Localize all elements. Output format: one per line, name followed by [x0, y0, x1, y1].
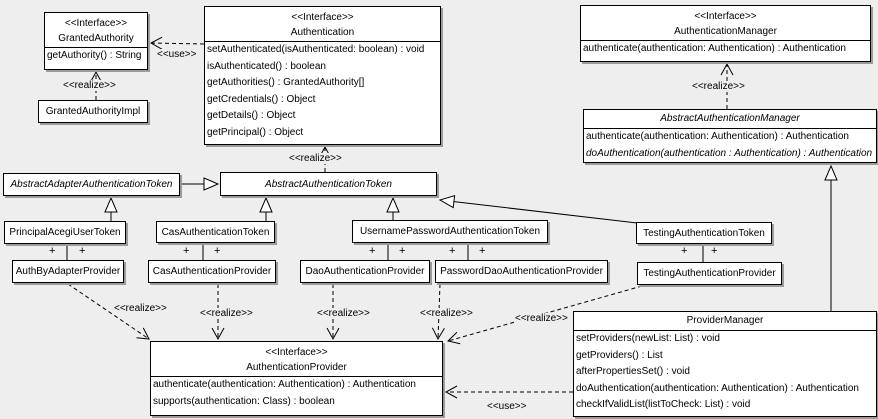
class-name: DaoAuthenticationProvider: [305, 266, 425, 277]
realize-label: <<realize>>: [113, 303, 168, 314]
method: getCredentials() : Object: [207, 93, 316, 105]
cardinality-plus: +: [681, 245, 688, 257]
class-name: TestingAuthenticationToken: [643, 227, 765, 239]
method: getAuthority() : String: [47, 50, 142, 61]
class-name: PasswordDaoAuthenticationProvider: [440, 266, 603, 277]
class-testing-authentication-token[interactable]: TestingAuthenticationToken: [636, 222, 772, 244]
method: afterPropertiesSet() : void: [576, 366, 690, 377]
class-name: CasAuthenticationToken: [161, 226, 270, 238]
cardinality-plus: +: [449, 245, 456, 257]
class-granted-authority[interactable]: <<Interface>> GrantedAuthority getAuthor…: [44, 12, 148, 70]
realize-label: <<realize>>: [62, 80, 117, 91]
class-authentication-manager[interactable]: <<Interface>> AuthenticationManager auth…: [580, 5, 871, 62]
method: getAuthorities() : GrantedAuthority[]: [207, 77, 365, 88]
realize-label: <<realize>>: [691, 81, 746, 92]
stereotype: <<Interface>>: [694, 11, 757, 22]
class-username-password-authentication-token[interactable]: UsernamePasswordAuthenticationToken: [352, 220, 548, 243]
stereotype: <<Interface>>: [64, 18, 128, 29]
class-password-dao-authentication-provider[interactable]: PasswordDaoAuthenticationProvider: [435, 260, 608, 283]
class-provider-manager[interactable]: ProviderManager setProviders(newList: Li…: [573, 311, 877, 417]
realize-label: <<realize>>: [316, 308, 371, 319]
class-name: AbstractAuthenticationToken: [265, 178, 392, 190]
class-granted-authority-impl[interactable]: GrantedAuthorityImpl: [38, 100, 148, 123]
class-principal-acegi-user-token[interactable]: PrincipalAcegiUserToken: [4, 221, 126, 244]
realize-label: <<realize>>: [199, 308, 254, 319]
class-authentication[interactable]: <<Interface>> Authentication setAuthenti…: [204, 6, 441, 145]
method: checkIfValidList(listToCheck: List) : vo…: [576, 399, 751, 410]
class-dao-authentication-provider[interactable]: DaoAuthenticationProvider: [300, 260, 430, 283]
cardinality-plus: +: [49, 245, 56, 257]
realize-label: <<realize>>: [419, 308, 474, 319]
class-name: Authentication: [290, 27, 355, 38]
method: setAuthenticated(isAuthenticated: boolea…: [207, 44, 425, 55]
use-authentication-to-granted-authority: [149, 36, 205, 50]
class-name: PrincipalAcegiUserToken: [9, 227, 121, 238]
class-testing-authentication-provider[interactable]: TestingAuthenticationProvider: [637, 262, 782, 285]
method: supports(authentication: Class) : boolea…: [153, 395, 335, 407]
method: authenticate(authentication: Authenticat…: [583, 43, 846, 54]
method: getDetails() : Object: [207, 110, 296, 121]
realize-label: <<realize>>: [288, 153, 343, 164]
cardinality-plus: +: [399, 245, 406, 257]
class-name: UsernamePasswordAuthenticationToken: [359, 226, 541, 237]
method: getPrincipal() : Object: [207, 126, 304, 138]
realize-label: <<realize>>: [514, 313, 569, 324]
cardinality-plus: +: [479, 245, 486, 257]
class-name: AuthByAdapterProvider: [15, 266, 121, 277]
cardinality-plus: +: [711, 245, 718, 257]
use-label: <<use>>: [156, 49, 198, 60]
method: doAuthentication(authentication : Authen…: [586, 147, 873, 159]
class-name: GrantedAuthority: [58, 33, 134, 44]
class-abstract-authentication-token[interactable]: AbstractAuthenticationToken: [220, 172, 437, 196]
stereotype: <<Interface>>: [265, 347, 328, 358]
realize-pwddaoprov-to-provider-interface: [431, 283, 445, 341]
method: setProviders(newList: List) : void: [576, 333, 720, 344]
class-name: ProviderManager: [686, 315, 764, 326]
cardinality-plus: +: [79, 245, 86, 257]
stereotype: <<Interface>>: [291, 12, 354, 23]
class-name: GrantedAuthorityImpl: [45, 106, 141, 117]
class-name: CasAuthenticationProvider: [152, 266, 272, 277]
class-cas-authentication-provider[interactable]: CasAuthenticationProvider: [148, 260, 276, 283]
cardinality-plus: +: [183, 245, 190, 257]
method: isAuthenticated() : boolean: [207, 60, 326, 72]
class-name: AbstractAdapterAuthenticationToken: [10, 179, 173, 190]
class-name: AuthenticationProvider: [246, 362, 347, 373]
method: getProviders() : List: [576, 349, 663, 361]
generalization-testing-token-to-abstract-token: [440, 200, 638, 224]
use-label: <<use>>: [486, 401, 528, 412]
realize-authby-to-provider-interface: [67, 283, 150, 340]
class-abstract-adapter-authentication-token[interactable]: AbstractAdapterAuthenticationToken: [3, 173, 180, 196]
method: doAuthentication(authentication: Authent…: [576, 382, 859, 394]
method: authenticate(authentication: Authenticat…: [153, 379, 416, 390]
class-name: AuthenticationManager: [674, 26, 777, 37]
class-name: AbstractAuthenticationManager: [660, 113, 800, 124]
cardinality-plus: +: [214, 245, 221, 257]
class-abstract-authentication-manager[interactable]: AbstractAuthenticationManager authentica…: [583, 109, 877, 163]
cardinality-plus: +: [369, 245, 376, 257]
method: authenticate(authentication: Authenticat…: [586, 131, 849, 142]
class-name: TestingAuthenticationProvider: [643, 268, 776, 279]
class-cas-authentication-token[interactable]: CasAuthenticationToken: [156, 221, 275, 243]
class-auth-by-adapter-provider[interactable]: AuthByAdapterProvider: [12, 260, 124, 283]
class-authentication-provider[interactable]: <<Interface>> AuthenticationProvider aut…: [150, 341, 443, 416]
